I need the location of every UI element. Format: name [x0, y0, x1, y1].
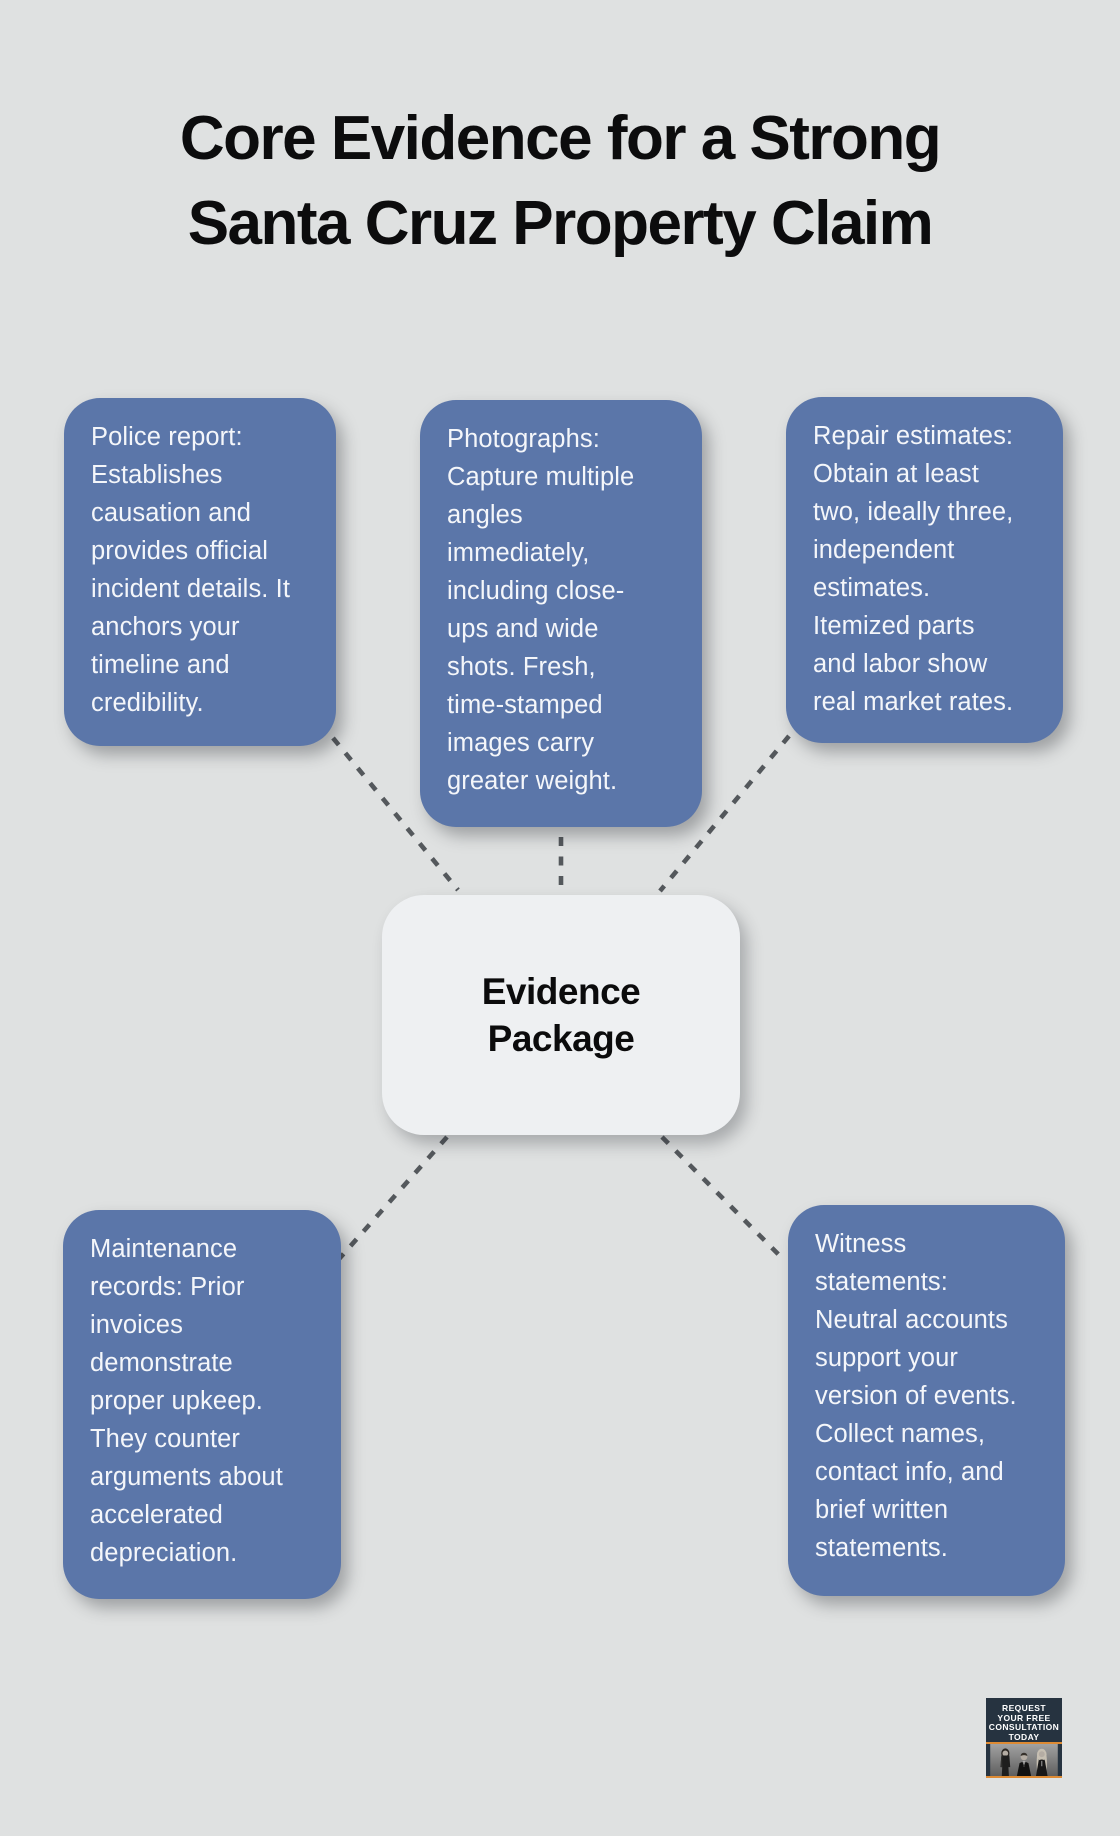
node-photographs: Photographs: Capture multiple angles imm…	[420, 400, 702, 827]
node-maintenance-records-text: Maintenance records: Prior invoices demo…	[90, 1235, 283, 1567]
center-node-evidence-package: Evidence Package	[382, 895, 740, 1135]
consultation-badge-text: REQUEST YOUR FREE CONSULTATION TODAY	[988, 1703, 1060, 1742]
node-witness-statements: Witness statements: Neutral accounts sup…	[788, 1205, 1065, 1596]
node-witness-statements-text: Witness statements: Neutral accounts sup…	[815, 1230, 1017, 1562]
connector-repair-to-center	[658, 734, 791, 893]
node-photographs-text: Photographs: Capture multiple angles imm…	[447, 425, 635, 795]
node-maintenance-records: Maintenance records: Prior invoices demo…	[63, 1210, 341, 1599]
page-title: Core Evidence for a Strong Santa Cruz Pr…	[179, 104, 942, 258]
attorneys-photo	[986, 1742, 1062, 1778]
center-node-label: Evidence Package	[481, 971, 641, 1059]
node-police-report-text: Police report: Establishes causation and…	[91, 423, 291, 717]
consultation-badge[interactable]: REQUEST YOUR FREE CONSULTATION TODAY	[986, 1698, 1062, 1778]
node-police-report: Police report: Establishes causation and…	[64, 398, 336, 746]
connector-police-to-center	[331, 736, 460, 892]
node-repair-estimates-text: Repair estimates: Obtain at least two, i…	[813, 422, 1014, 716]
node-repair-estimates: Repair estimates: Obtain at least two, i…	[786, 397, 1063, 743]
connector-center-to-maintenance	[337, 1135, 449, 1261]
connector-center-to-witness	[660, 1135, 785, 1261]
